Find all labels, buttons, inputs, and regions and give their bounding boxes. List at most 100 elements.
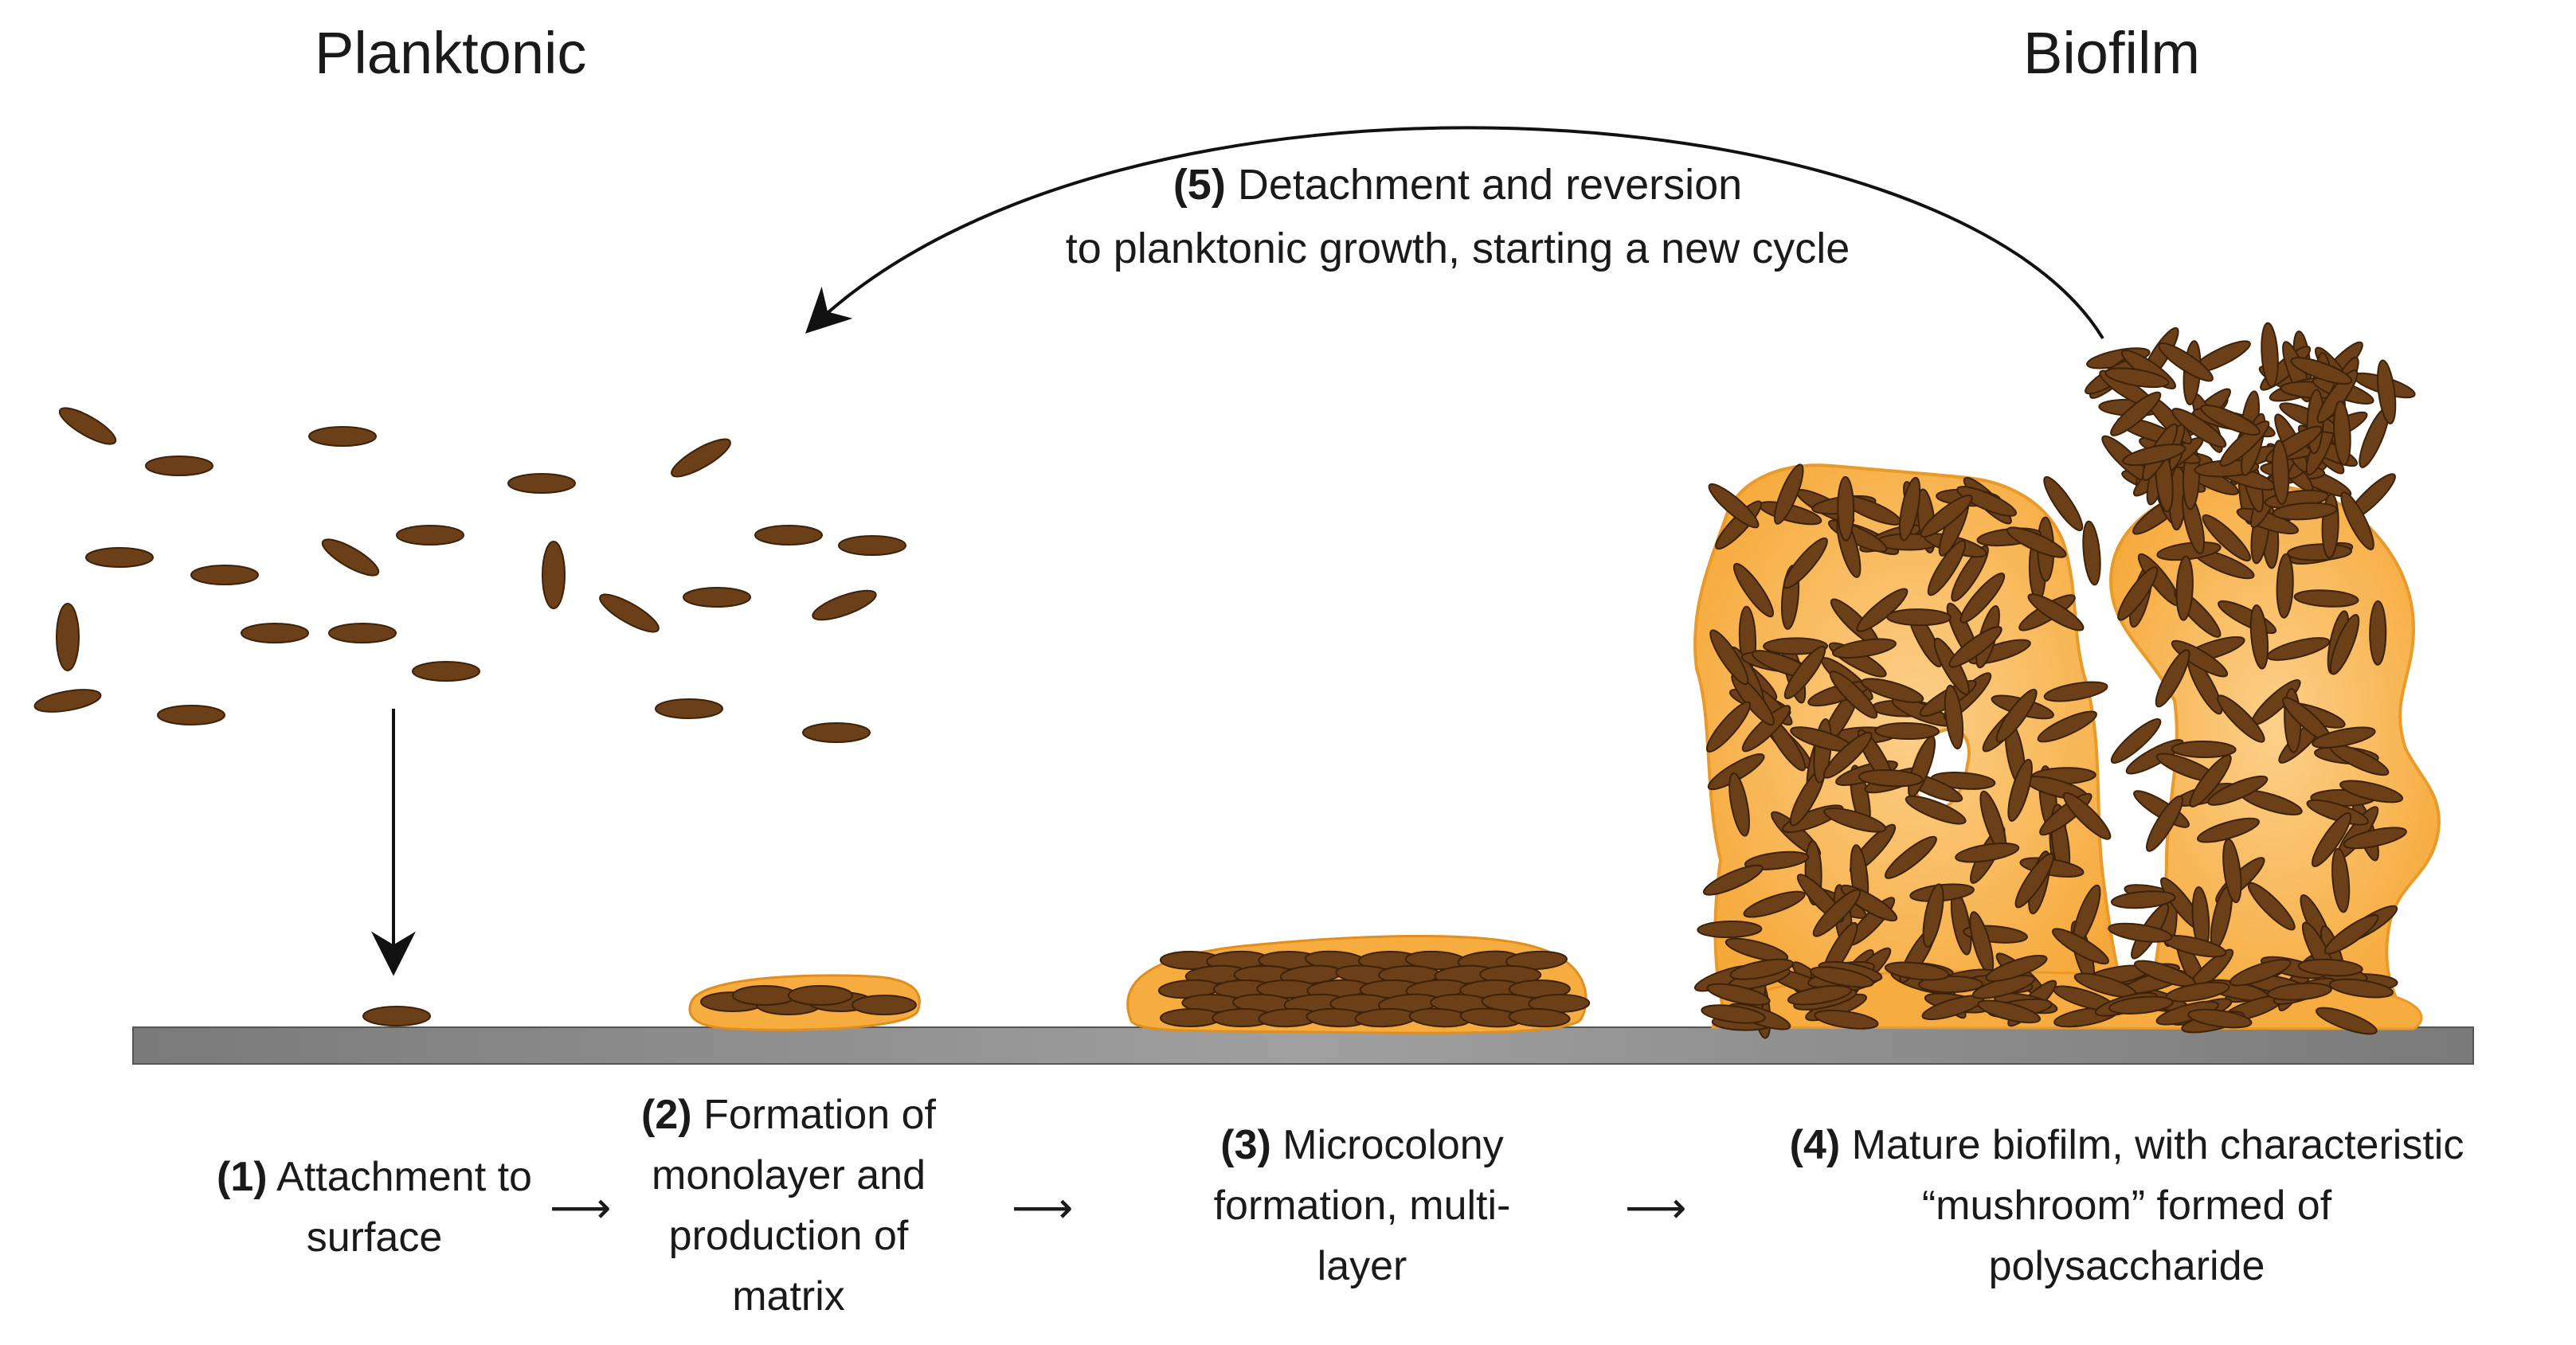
biofilm-cell (1886, 608, 1952, 627)
biofilm-cell (2062, 792, 2112, 840)
stage-4-line1: Mature biofilm, with characteristic (1851, 1122, 2464, 1168)
biofilm-cell (2249, 604, 2269, 670)
biofilm-cell (1773, 463, 1804, 525)
biofilm-cell (1884, 835, 1937, 879)
biofilm-cell (2117, 566, 2159, 621)
planktonic-cell (671, 438, 731, 478)
biofilm-base-cell (1787, 984, 1852, 1006)
biofilm-cell (2323, 914, 2379, 955)
planktonic-cell (683, 587, 751, 608)
biofilm-cell (2171, 740, 2237, 758)
biofilm-cell (1812, 889, 1862, 937)
biofilm-cell (1831, 638, 1897, 659)
planktonic-cell (190, 565, 259, 585)
biofilm-base-cell (1810, 966, 1874, 988)
biofilm-cell (1959, 573, 2006, 624)
stage-3-num: (3) (1220, 1122, 1271, 1168)
biofilm-cell (1709, 629, 1749, 686)
biofilm-cell (2007, 758, 2033, 822)
biofilm-cell (2027, 593, 2085, 631)
biofilm-top-cell (2158, 342, 2214, 382)
biofilm-base-cell (2108, 995, 2174, 1015)
planktonic-cell (145, 456, 213, 476)
biofilm-cell (1955, 843, 2020, 863)
biofilm-cell (2197, 817, 2260, 843)
planktonic-cell (507, 473, 576, 494)
microcolony-cell (1508, 1007, 1571, 1028)
biofilm-top-cell (2110, 391, 2162, 436)
biofilm-cell (2272, 502, 2338, 521)
biofilm-top-cell (2200, 404, 2261, 436)
biofilm-cell (2312, 726, 2376, 749)
biofilm-cell (1922, 883, 1944, 948)
microcolony-cell (1505, 950, 1568, 971)
biofilm-cell (2082, 520, 2101, 586)
stage-1-label: (1) Attachment to surface (175, 1147, 574, 1268)
arrow-2-to-3: ⟶ (1012, 1184, 1074, 1232)
biofilm-cell (2247, 882, 2296, 931)
biofilm-top-cell (2261, 322, 2279, 388)
arrow-3-to-4: ⟶ (1625, 1184, 1687, 1232)
biofilm-base-cell (2229, 959, 2292, 987)
cycle-label-num: (5) (1173, 161, 1226, 209)
heading-biofilm: Biofilm (2023, 20, 2201, 86)
biofilm-cell (2014, 852, 2054, 909)
biofilm-cell (1744, 850, 1810, 870)
biofilm-base-cell (2316, 1007, 2378, 1035)
biofilm-top-cell (2171, 408, 2227, 448)
stage-2-line3: production of (668, 1213, 909, 1259)
biofilm-cell (1898, 476, 1921, 542)
stage-2-line2: monolayer and (652, 1152, 926, 1198)
planktonic-cell (328, 623, 397, 643)
biofilm-base-cell (1884, 961, 1950, 981)
biofilm-top-cell (2271, 440, 2290, 506)
biofilm-cell (2052, 928, 2109, 965)
biofilm-cell (2108, 922, 2173, 943)
planktonic-cell (802, 722, 871, 743)
monolayer-cell (788, 985, 853, 1006)
monolayer-cell (851, 995, 917, 1015)
stage-3-label: (3) Microcolony formation, multi- layer (1147, 1115, 1577, 1296)
stage-2-num: (2) (641, 1092, 692, 1138)
biofilm-base-cell (2187, 1008, 2253, 1029)
heading-planktonic: Planktonic (315, 20, 587, 86)
biofilm-base-cell (1706, 983, 1771, 1006)
stage-2-label: (2) Formation of monolayer and productio… (589, 1085, 988, 1327)
biofilm-cell (1822, 731, 1873, 779)
biofilm-cell (2217, 694, 2265, 743)
bacteria-group (33, 322, 2416, 1039)
stage-2-line1: Formation of (703, 1092, 936, 1138)
biofilm-cell (1823, 807, 1887, 833)
biofilm-cell (1837, 475, 1855, 542)
biofilm-cell (2339, 780, 2404, 803)
biofilm-cell (1951, 545, 1989, 602)
planktonic-cell (838, 535, 906, 556)
planktonic-cell (542, 541, 566, 609)
planktonic-cell (157, 705, 225, 725)
biofilm-cell (1697, 921, 1763, 939)
stage-3-line2: formation, multi- (1213, 1183, 1511, 1229)
biofilm-cell (2043, 475, 2084, 532)
stage-4-line3: polysaccharide (1988, 1243, 2265, 1289)
biofilm-cell (1861, 678, 1924, 703)
biofilm-base-cell (1729, 958, 1795, 980)
biofilm-cell (2306, 799, 2369, 826)
biofilm-cell (1995, 688, 2038, 743)
biofilm-cell (1705, 701, 1752, 753)
biofilm-cell (1763, 637, 1829, 655)
biofilm-cell (2276, 553, 2294, 619)
cycle-arrow (805, 126, 2104, 340)
biofilm-cell (2329, 614, 2360, 675)
stage-2-line4: matrix (732, 1273, 845, 1320)
biofilm-cell (2340, 491, 2374, 551)
stage-1-line1: Attachment to (276, 1154, 532, 1200)
biofilm-top-cell (2333, 400, 2351, 466)
biofilm-cell (1741, 705, 1791, 753)
biofilm-cell (1927, 540, 1967, 596)
planktonic-cell (56, 603, 80, 671)
stage-3-line3: layer (1317, 1243, 1407, 1289)
biofilm-cell (1702, 864, 1764, 896)
stage-4-line2: “mushroom” formed of (1921, 1183, 2332, 1229)
biofilm-cell (2369, 600, 2387, 666)
